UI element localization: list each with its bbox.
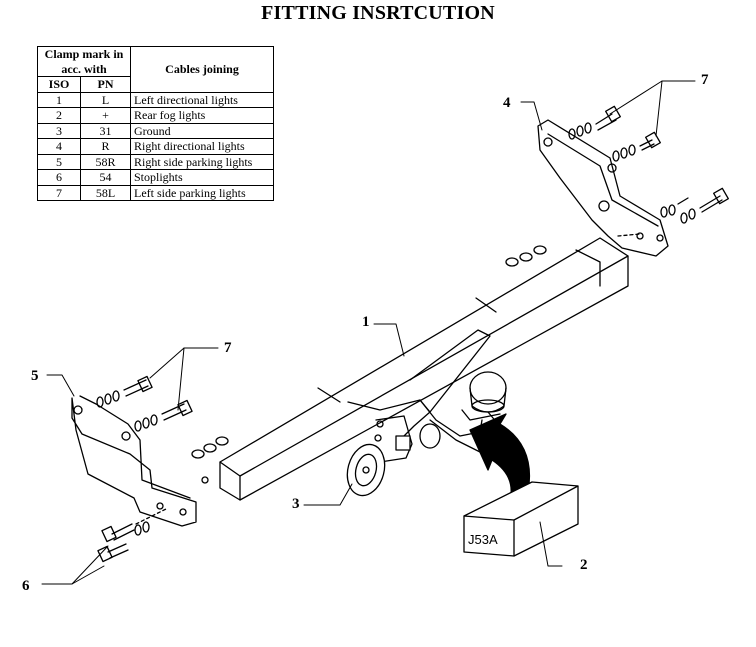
callout-1: 1 bbox=[362, 314, 370, 330]
fitting-arrow bbox=[469, 413, 531, 501]
crossbar bbox=[201, 234, 642, 501]
callout-3: 3 bbox=[292, 496, 300, 512]
leader-lines bbox=[41, 80, 696, 585]
legend-header-clamp-mark: Clamp mark in acc. with bbox=[37, 46, 131, 77]
left-mounting-bracket bbox=[71, 395, 197, 527]
callout-4: 4 bbox=[503, 95, 511, 111]
bolts-upper-right bbox=[505, 105, 729, 267]
legend-iso: 7 bbox=[37, 184, 81, 201]
right-mounting-bracket bbox=[537, 119, 669, 257]
legend-row: 4 R Right directional lights bbox=[37, 138, 274, 155]
legend-cable: Left side parking lights bbox=[130, 184, 274, 201]
legend-cable: Right side parking lights bbox=[130, 153, 274, 170]
callout-6: 6 bbox=[22, 578, 30, 594]
legend-row: 2 + Rear fog lights bbox=[37, 107, 274, 124]
page-title: FITTING INSRTCUTION bbox=[261, 2, 495, 24]
part-number-block bbox=[463, 481, 579, 557]
bolts-upper-left bbox=[96, 375, 229, 459]
electrical-socket bbox=[346, 399, 431, 497]
legend-pn: 58R bbox=[80, 153, 131, 170]
bolts-lower-left bbox=[97, 507, 169, 563]
part-number-label: J53A bbox=[468, 532, 498, 547]
legend-row: 5 58R Right side parking lights bbox=[37, 153, 274, 170]
legend-header-cables: Cables joining bbox=[130, 46, 274, 93]
callout-5: 5 bbox=[31, 368, 39, 384]
legend-cable: Right directional lights bbox=[130, 138, 274, 155]
legend-row: 6 54 Stoplights bbox=[37, 169, 274, 186]
legend-row: 7 58L Left side parking lights bbox=[37, 184, 274, 201]
callout-7-left: 7 bbox=[224, 340, 232, 356]
legend-cable: Rear fog lights bbox=[130, 107, 274, 124]
cable-legend-table: Clamp mark in acc. with Cables joining I… bbox=[37, 46, 274, 201]
callout-2: 2 bbox=[580, 557, 588, 573]
legend-header-pn: PN bbox=[80, 76, 131, 93]
callout-7-right: 7 bbox=[701, 72, 709, 88]
